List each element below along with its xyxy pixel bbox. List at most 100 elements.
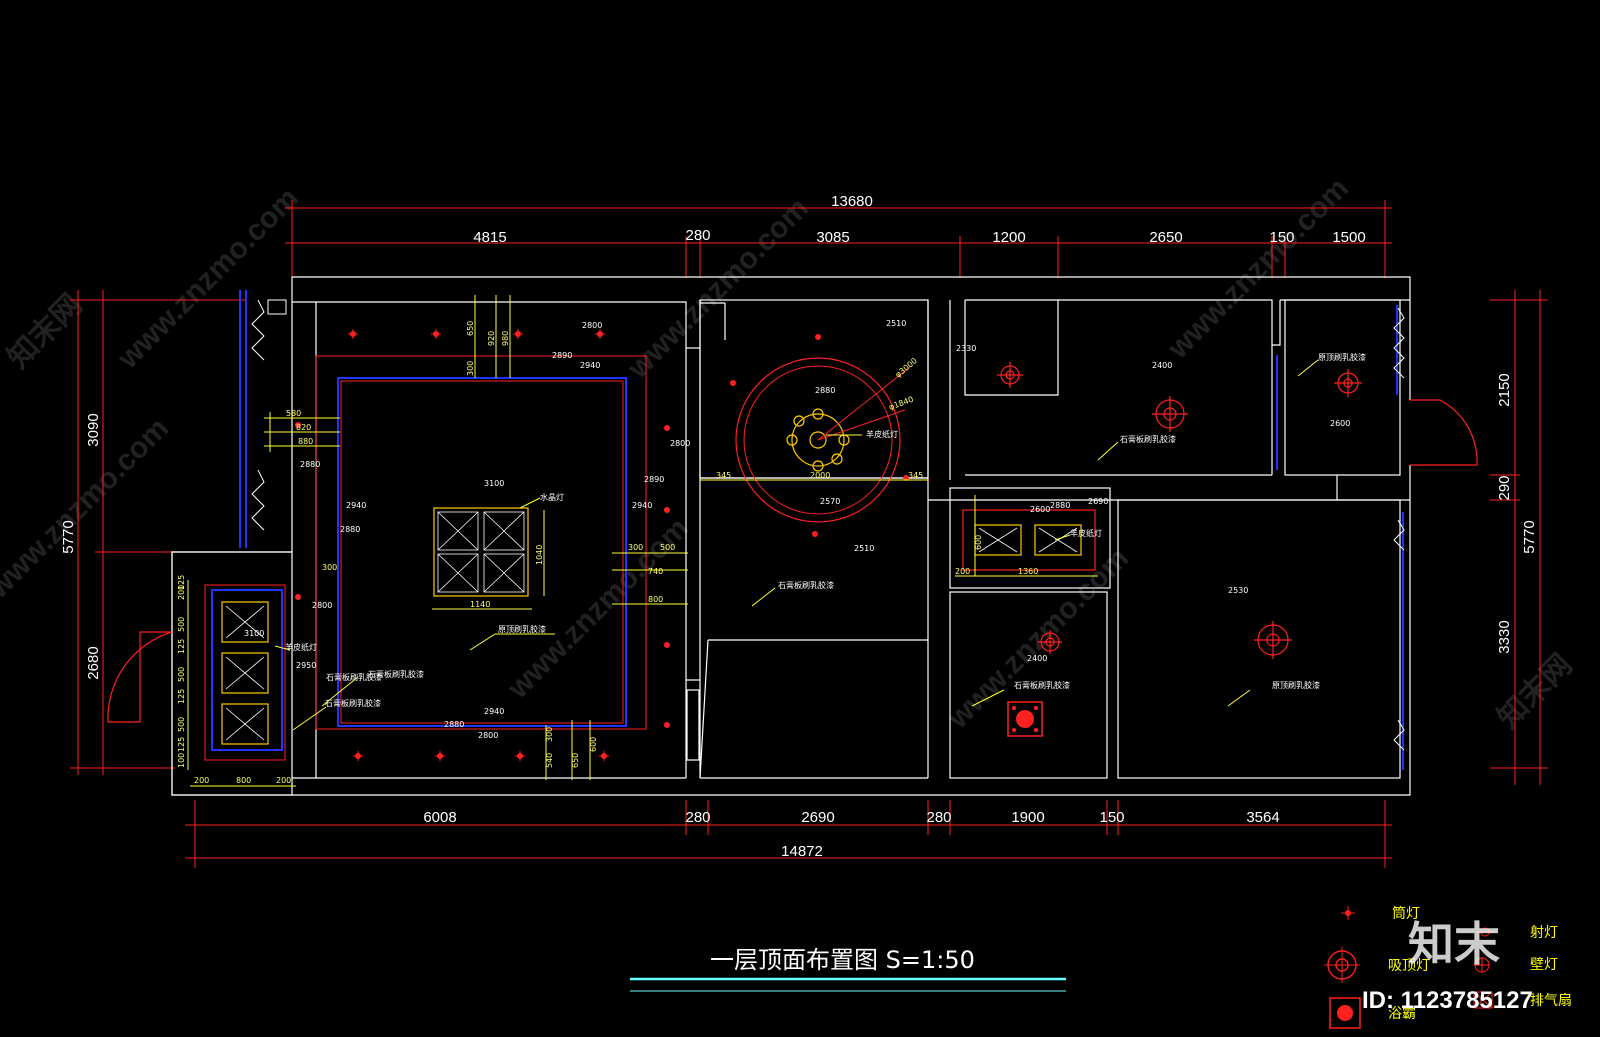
dim-v500c: 500 — [177, 717, 186, 732]
dim-980: 980 — [501, 331, 510, 346]
top-dimension-lines — [285, 200, 1392, 278]
ceiling-lamp-icon — [1254, 621, 1292, 659]
dim-v200: 200 — [177, 585, 186, 600]
walls — [171, 276, 1411, 796]
dim-800: 800 — [648, 595, 663, 604]
note-room-b: 原顶刷乳胶漆 — [1318, 352, 1366, 362]
dim-top-total: 13680 — [831, 193, 873, 210]
exhaust-fan-icon — [1473, 991, 1493, 1009]
dim-300b: 300 — [628, 543, 643, 552]
kitchen-lamps — [962, 509, 1096, 571]
dim-300c: 300 — [322, 563, 337, 572]
dim-bottom-total: 14872 — [781, 843, 823, 860]
dim-500: 500 — [660, 543, 675, 552]
dim-v125: 125 — [177, 575, 186, 590]
downlight-icon — [295, 422, 301, 428]
doors — [107, 399, 1478, 723]
dim-left-2: 5770 — [60, 520, 77, 553]
height-mark: 2510 — [854, 544, 874, 553]
bath-heater-icon — [1329, 997, 1361, 1029]
ceiling-heights: 2800 2890 2940 2800 2890 2940 2880 2940 … — [244, 319, 1350, 740]
dim-200a: 200 — [194, 776, 209, 785]
note-living-gypsum-2: 石膏板刷乳胶漆 — [325, 698, 381, 708]
brand-logo: 知末 — [1408, 917, 1500, 971]
dim-bottom-1: 6008 — [423, 809, 456, 826]
dim-v125b: 125 — [177, 639, 186, 654]
dim-v125c: 125 — [177, 689, 186, 704]
dim-600k: 600 — [974, 535, 983, 550]
ceiling-lamp-icon — [1334, 369, 1362, 397]
crystal-lamp — [433, 507, 529, 597]
height-mark: 2890 — [552, 351, 572, 360]
height-mark: 2880 — [815, 386, 835, 395]
note-bath: 石膏板刷乳胶漆 — [1014, 680, 1070, 690]
windows — [211, 290, 1404, 770]
bottom-dimension-lines — [185, 800, 1392, 868]
dim-bottom-3: 2690 — [801, 809, 834, 826]
downlight-icon — [664, 425, 670, 431]
zigzag-curtains — [251, 299, 1405, 751]
height-mark: 2530 — [1228, 586, 1248, 595]
height-mark: 2800 — [582, 321, 602, 330]
height-mark: 2940 — [632, 501, 652, 510]
downlight-icon — [664, 722, 670, 728]
image-id-label: ID: 1123785127 — [1362, 987, 1533, 1014]
dim-top-7: 1500 — [1332, 229, 1365, 246]
note-living-gypsum-1: 石膏板刷乳胶漆 — [368, 669, 424, 679]
dim-345b: 345 — [908, 471, 923, 480]
dim-1360: 1360 — [1018, 567, 1038, 576]
dim-top-3: 3085 — [816, 229, 849, 246]
dim-top-4: 1200 — [992, 229, 1025, 246]
height-mark: 2400 — [1152, 361, 1172, 370]
height-mark: 2600 — [1030, 505, 1050, 514]
living-ceiling — [315, 355, 647, 730]
bath-heater-fixture — [1007, 701, 1043, 737]
height-mark: 2880 — [340, 525, 360, 534]
dim-650: 650 — [466, 321, 475, 336]
dim-v100: 100 — [177, 753, 186, 768]
dim-bottom-6: 150 — [1099, 809, 1124, 826]
note-bedroom: 原顶刷乳胶漆 — [1272, 680, 1320, 690]
height-mark: 2570 — [820, 497, 840, 506]
height-mark: 2940 — [580, 361, 600, 370]
ceiling-lamp-icon — [1324, 947, 1360, 983]
height-mark: 2950 — [296, 661, 316, 670]
note-kitchen-lamp: 羊皮纸灯 — [1070, 528, 1102, 538]
dim-left-3: 2680 — [85, 646, 102, 679]
dim-820: 820 — [296, 423, 311, 432]
height-mark: 2510 — [886, 319, 906, 328]
left-dimension-lines — [70, 290, 245, 775]
height-mark: 2800 — [670, 439, 690, 448]
note-entry-lamp: 羊皮纸灯 — [285, 642, 317, 652]
dim-v500b: 500 — [177, 667, 186, 682]
dim-v125d: 125 — [177, 737, 186, 752]
downlight-cross-marks — [348, 329, 609, 761]
dim-top-2: 280 — [685, 227, 710, 244]
legend-label-exhaust-fan: 排气扇 — [1530, 993, 1572, 1009]
legend-label-wall-lamp: 壁灯 — [1530, 957, 1558, 973]
dim-v500: 500 — [177, 617, 186, 632]
downlight-icon — [1341, 906, 1355, 920]
dim-300d: 300 — [545, 727, 554, 742]
wall-lamp-icon — [1474, 957, 1490, 973]
downlights — [295, 331, 909, 759]
dim-800b: 800 — [236, 776, 251, 785]
height-mark: 3100 — [484, 479, 504, 488]
dim-1040: 1040 — [535, 545, 544, 565]
downlight-icon — [730, 380, 736, 386]
dim-200k: 200 — [955, 567, 970, 576]
dim-600: 600 — [589, 737, 598, 752]
height-mark: 2690 — [1088, 497, 1108, 506]
dim-920: 920 — [487, 331, 496, 346]
dim-top-6: 150 — [1269, 229, 1294, 246]
height-mark: 2600 — [1330, 419, 1350, 428]
legend-label-bath-heater: 浴霸 — [1388, 1006, 1416, 1022]
ceiling-lamp-icon — [1152, 396, 1188, 432]
note-living-center: 原顶刷乳胶漆 — [498, 624, 546, 634]
internal-dimension-lines — [187, 295, 1098, 787]
drawing-title: 一层顶面布置图 S=1:50 — [710, 946, 975, 974]
height-mark: 2400 — [1027, 654, 1047, 663]
downlight-icon — [664, 507, 670, 513]
dim-bottom-7: 3564 — [1246, 809, 1279, 826]
